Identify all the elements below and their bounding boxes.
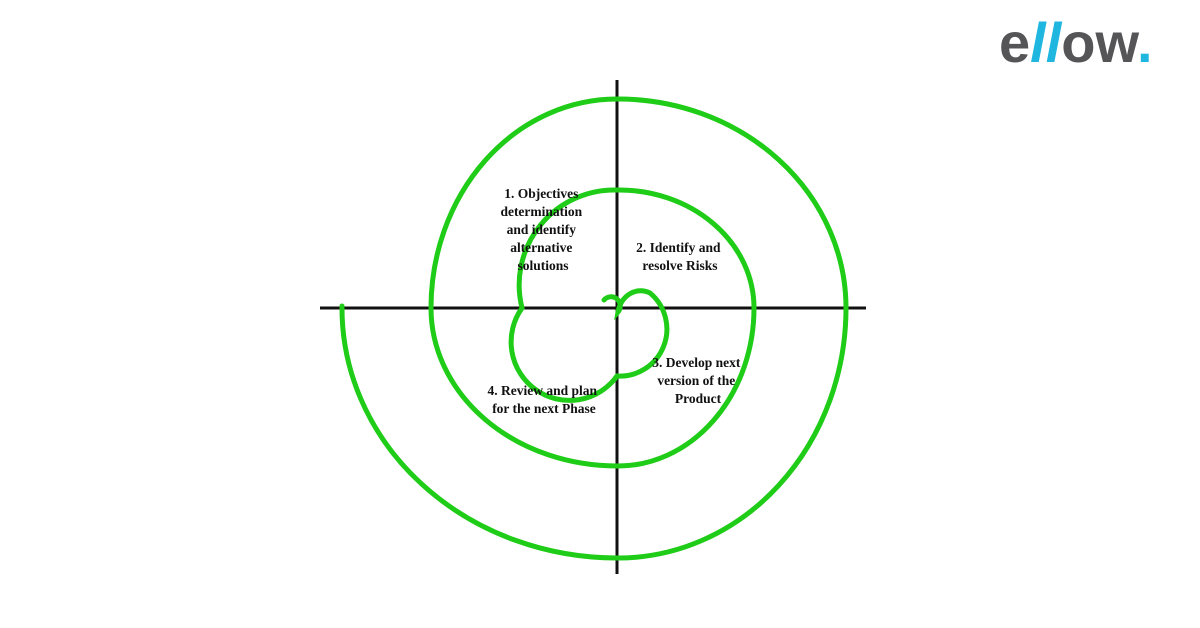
ellow-logo: ellow. [997,10,1187,74]
quadrant-label-risks: 2. Identify and resolve Risks [636,240,724,273]
objectives-line-1: 1. Objectives [504,186,578,201]
review-line-2: for the next Phase [492,401,596,416]
logo-part-ll: ll [1030,11,1063,74]
logo-part-e: e [999,11,1030,74]
quadrant-label-objectives: 1. Objectives determination and identify… [500,186,585,273]
objectives-line-2: determination [500,204,582,219]
risks-line-1: 2. Identify and [636,240,721,255]
logo-part-ow: ow [1061,11,1139,74]
ellow-logo-mark: ellow. [999,11,1153,74]
quadrant-label-develop: 3. Develop next version of the Product [652,355,744,406]
risks-line-2: resolve Risks [642,258,717,273]
review-line-1: 4. Review and plan [488,383,598,398]
develop-line-1: 3. Develop next [652,355,741,370]
logo-part-dot: . [1137,11,1153,74]
objectives-line-5: solutions [517,258,568,273]
spiral-curve [339,96,849,561]
objectives-line-4: alternative [510,240,572,255]
develop-line-3: Product [675,391,722,406]
logo-wordmark: ellow. [999,11,1153,74]
quadrant-label-review: 4. Review and plan for the next Phase [488,383,601,416]
develop-line-2: version of the [657,373,735,388]
objectives-line-3: and identify [507,222,577,237]
